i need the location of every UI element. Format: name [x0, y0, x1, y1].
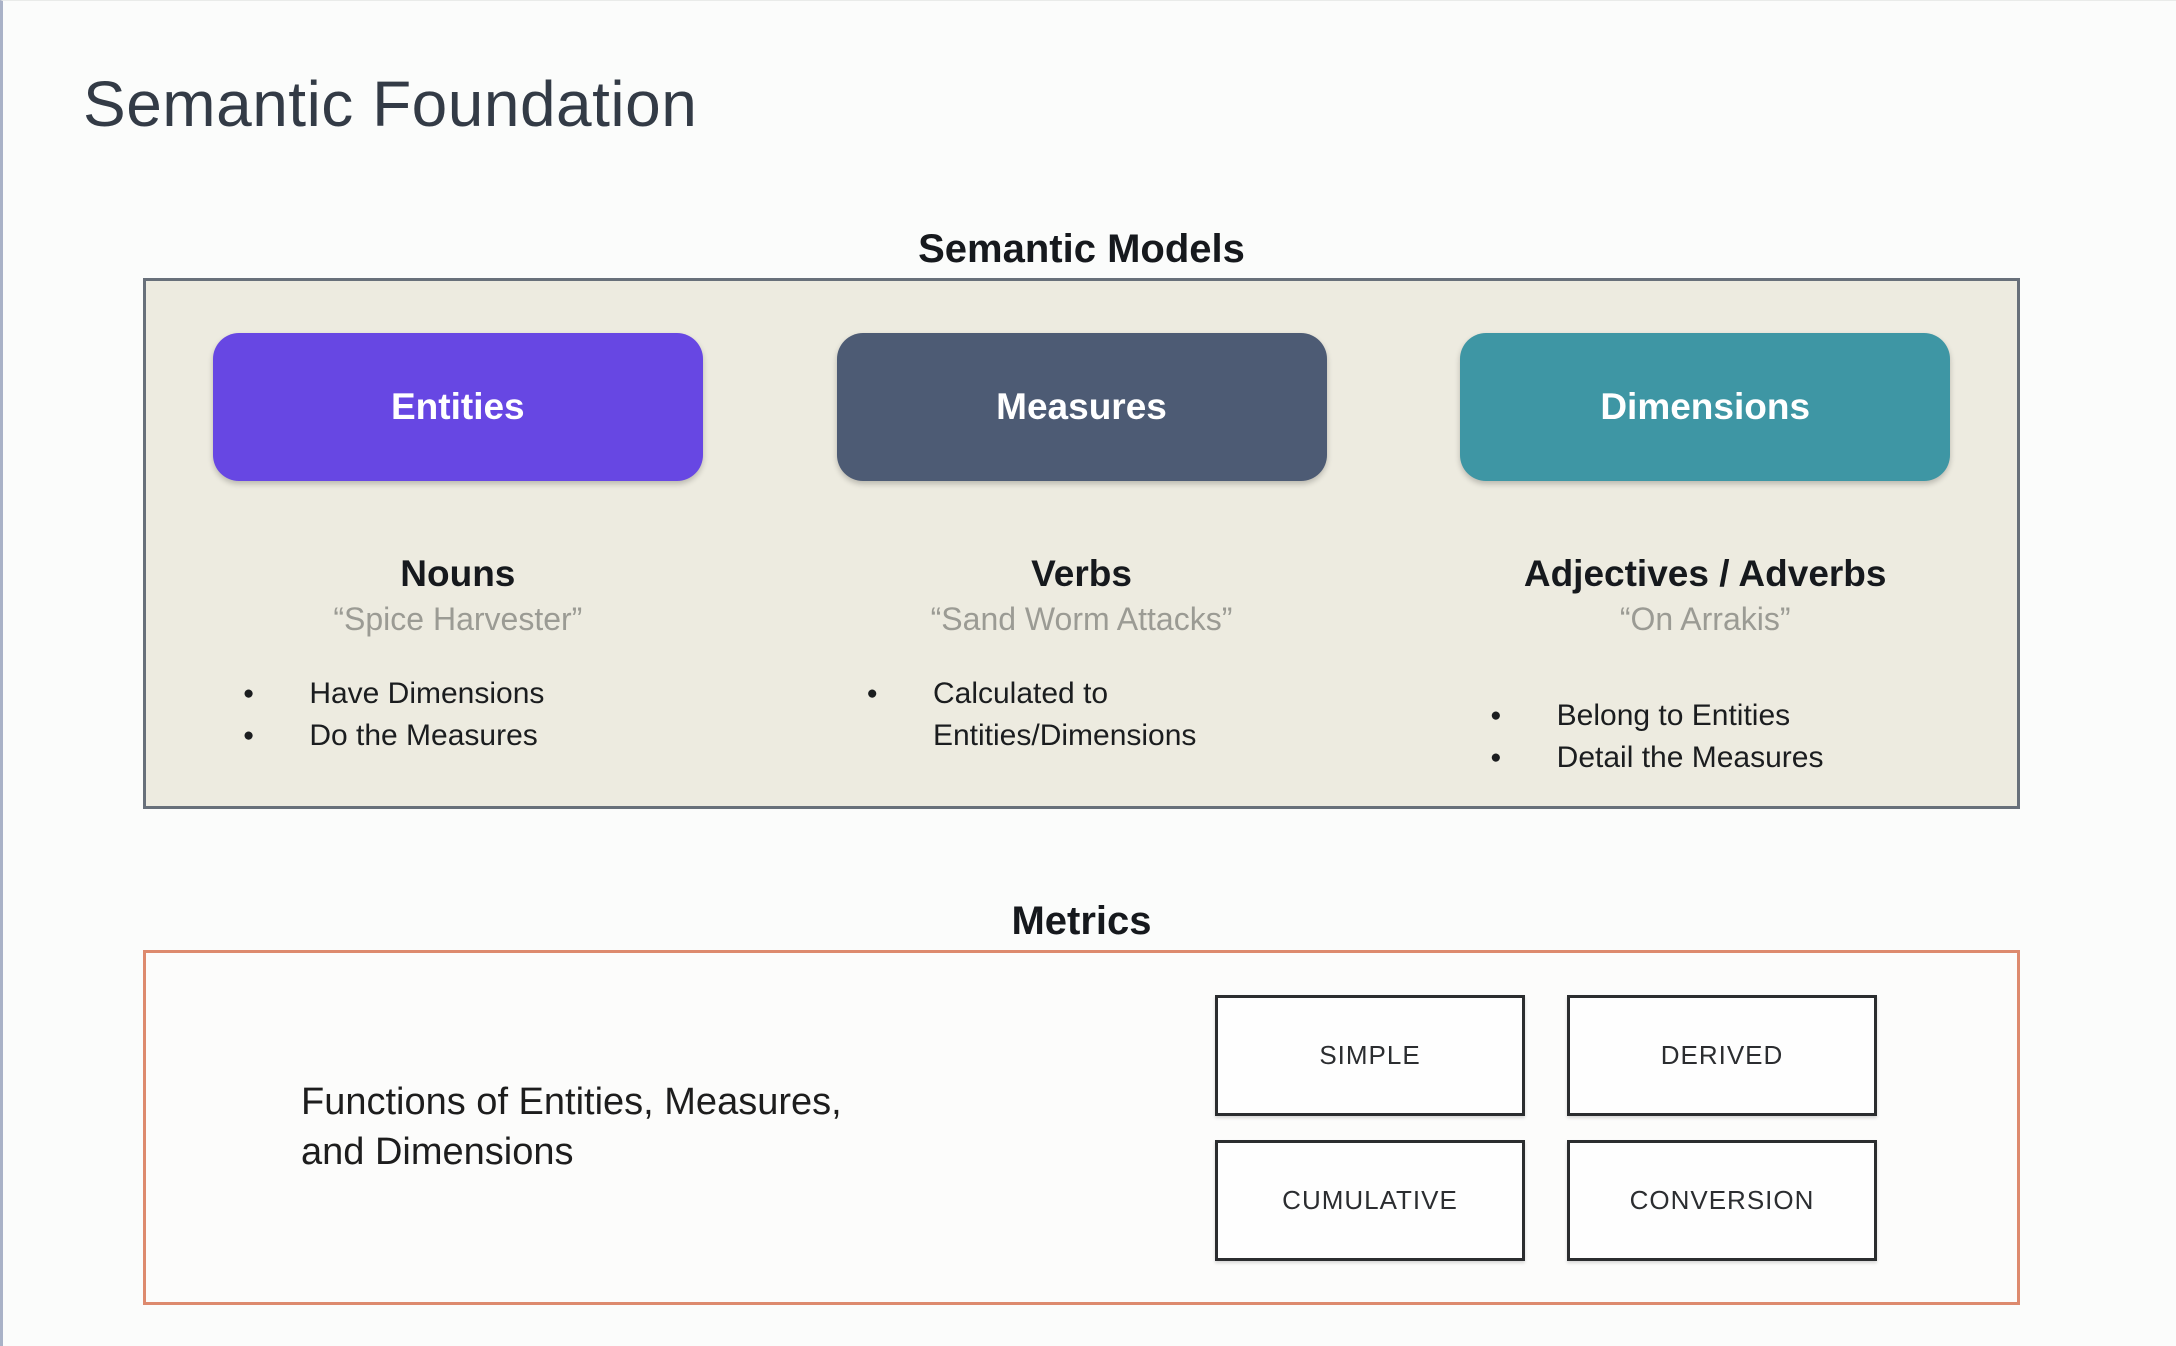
- dimensions-quote: “On Arrakis”: [1619, 601, 1791, 638]
- bullet-label: Detail the Measures: [1556, 741, 1824, 775]
- bullet-icon: ●: [1490, 747, 1502, 769]
- list-item: ● Detail the Measures: [1490, 737, 1920, 779]
- entities-subtitle: Nouns: [400, 553, 516, 594]
- entities-quote: “Spice Harvester”: [333, 601, 583, 638]
- metric-types-grid: SIMPLE DERIVED CUMULATIVE CONVERSION: [1215, 994, 1877, 1261]
- metric-type-simple: SIMPLE: [1215, 994, 1525, 1116]
- metric-type-cumulative: CUMULATIVE: [1215, 1139, 1525, 1261]
- bullet-icon: ●: [1490, 705, 1502, 727]
- dimensions-pill: Dimensions: [1460, 333, 1951, 481]
- entities-column: Entities Nouns “Spice Harvester” ● Have …: [146, 333, 770, 806]
- semantic-models-box: Entities Nouns “Spice Harvester” ● Have …: [143, 278, 2020, 809]
- bullet-icon: ●: [242, 725, 255, 747]
- list-item: ● Do the Measures: [243, 715, 673, 757]
- bullet-label: Calculated to Entities/Dimensions: [932, 677, 1197, 753]
- metrics-section: Metrics Functions of Entities, Measures,…: [143, 899, 2020, 1305]
- semantic-models-section: Semantic Models Entities Nouns “Spice Ha…: [143, 227, 2020, 809]
- metrics-description-line: Functions of Entities, Measures,: [301, 1081, 842, 1124]
- measures-bullet-list: ● Calculated to Entities/Dimensions: [867, 673, 1297, 757]
- measures-pill: Measures: [836, 333, 1327, 481]
- list-item: ● Have Dimensions: [243, 673, 673, 715]
- bullet-icon: ●: [866, 683, 878, 705]
- page-title: Semantic Foundation: [83, 68, 698, 140]
- bullet-label: Belong to Entities: [1556, 699, 1791, 733]
- semantic-models-heading: Semantic Models: [918, 227, 1245, 271]
- metrics-description-line: and Dimensions: [301, 1130, 574, 1173]
- measures-subtitle: Verbs: [1031, 553, 1132, 594]
- entities-pill: Entities: [212, 333, 703, 481]
- metrics-description: Functions of Entities, Measures, and Dim…: [301, 1078, 842, 1177]
- bullet-label: Do the Measures: [309, 719, 538, 753]
- dimensions-subtitle: Adjectives / Adverbs: [1523, 553, 1887, 594]
- metrics-box: Functions of Entities, Measures, and Dim…: [143, 950, 2020, 1305]
- dimensions-column: Dimensions Adjectives / Adverbs “On Arra…: [1393, 333, 2017, 806]
- bullet-icon: ●: [242, 683, 255, 705]
- entities-bullet-list: ● Have Dimensions ● Do the Measures: [243, 673, 673, 757]
- dimensions-bullet-list: ● Belong to Entities ● Detail the Measur…: [1490, 695, 1920, 779]
- list-item: ● Belong to Entities: [1490, 695, 1920, 737]
- measures-quote: “Sand Worm Attacks”: [930, 601, 1233, 638]
- bullet-label: Have Dimensions: [309, 677, 545, 711]
- metric-type-derived: DERIVED: [1567, 994, 1877, 1116]
- metrics-heading: Metrics: [1011, 899, 1152, 943]
- list-item: ● Calculated to Entities/Dimensions: [867, 673, 1297, 757]
- metric-type-conversion: CONVERSION: [1567, 1139, 1877, 1261]
- measures-column: Measures Verbs “Sand Worm Attacks” ● Cal…: [770, 333, 1394, 806]
